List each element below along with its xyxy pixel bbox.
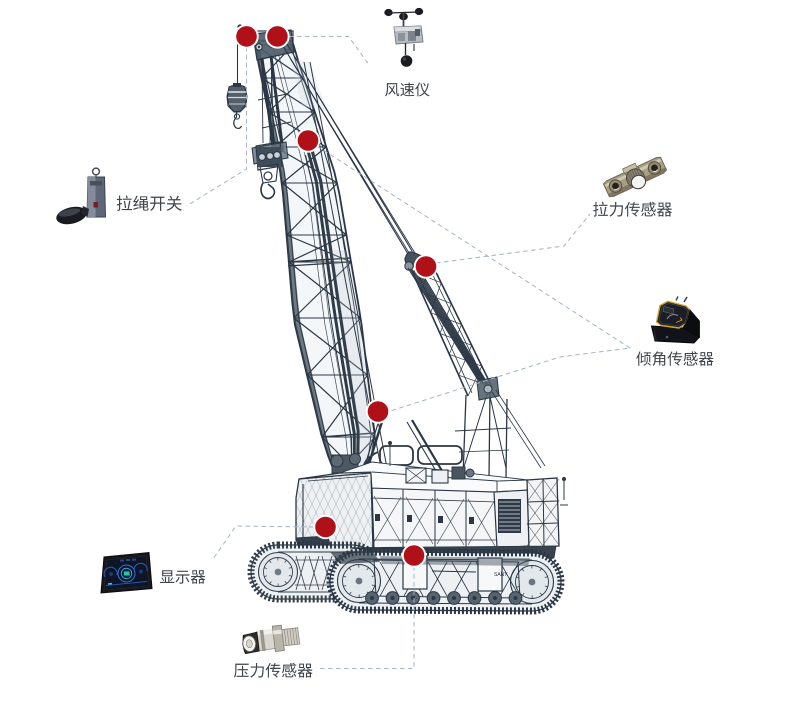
svg-text:SANY: SANY bbox=[494, 572, 508, 578]
